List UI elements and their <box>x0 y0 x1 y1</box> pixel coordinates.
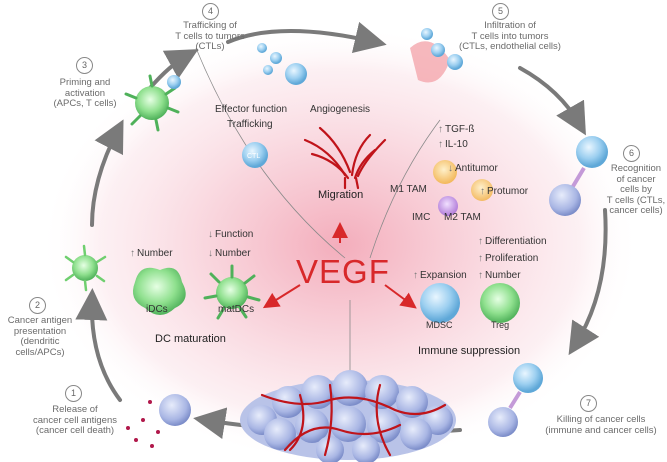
expansion-label: ↑Expansion <box>413 270 467 281</box>
migration-label: Migration <box>318 189 364 201</box>
vegf-label: VEGF <box>296 253 390 290</box>
macrophage-icon <box>433 160 493 216</box>
mdsc-label: MDSC <box>426 320 453 330</box>
step-4-number: 4 <box>202 3 219 20</box>
pink-glow <box>40 25 640 462</box>
idcs-label: iDCs <box>146 304 168 315</box>
step-1-number: 1 <box>65 385 82 402</box>
idc-number-label: ↑Number <box>130 248 173 259</box>
t-cell-icon <box>488 363 543 437</box>
m2-tam-label: M2 TAM <box>444 212 481 223</box>
il10-label: ↑IL-10 <box>438 139 468 150</box>
blood-vessel-icon <box>303 126 387 190</box>
treg-label: Treg <box>491 320 510 330</box>
dendritic-cell-icon <box>203 264 261 320</box>
step-7-number: 7 <box>580 395 597 412</box>
step-6-number: 6 <box>623 145 640 162</box>
blood-vessel-icon <box>410 28 463 83</box>
cancer-cell-icon <box>126 394 191 448</box>
matdc-number-label: ↓Number <box>208 248 251 259</box>
immune-suppression-label: Immune suppression <box>418 345 521 357</box>
tumor-mass <box>240 370 456 462</box>
dendritic-cell-icon <box>64 244 107 292</box>
matdcs-label: matDCs <box>218 304 255 315</box>
vegf-arrows <box>262 222 417 309</box>
treg-number-label: ↑Number <box>478 270 521 281</box>
proliferation-label: ↑Proliferation <box>478 253 539 264</box>
step-2-number: 2 <box>29 297 46 314</box>
trafficking-label: Trafficking <box>227 119 273 130</box>
angiogenesis-label: Angiogenesis <box>310 104 371 115</box>
m1-tam-label: M1 TAM <box>390 184 427 195</box>
t-cell-icon <box>257 43 307 85</box>
treg-icon <box>480 283 520 323</box>
effector-function-label: Effector function <box>215 104 288 115</box>
tgf-beta-label: ↑TGF-ß <box>438 124 475 135</box>
dc-maturation-label: DC maturation <box>155 333 226 345</box>
differentiation-label: ↑Differentiation <box>478 236 547 247</box>
function-label: ↓Function <box>208 229 254 240</box>
mdsc-icon <box>420 283 460 323</box>
ctl-label: CTL <box>247 153 261 160</box>
antitumor-label: ↓Antitumor <box>448 163 498 174</box>
step-5-number: 5 <box>492 3 509 20</box>
imc-label: IMC <box>412 212 431 223</box>
step-3-number: 3 <box>76 57 93 74</box>
protumor-label: ↑Protumor <box>480 186 529 197</box>
dendritic-cell-icon <box>124 74 181 132</box>
dendritic-cell-icon <box>132 267 186 315</box>
step-7-label: Killing of cancer cells(immune and cance… <box>545 414 657 436</box>
t-cell-icon <box>242 142 268 168</box>
t-cell-icon <box>549 136 608 216</box>
